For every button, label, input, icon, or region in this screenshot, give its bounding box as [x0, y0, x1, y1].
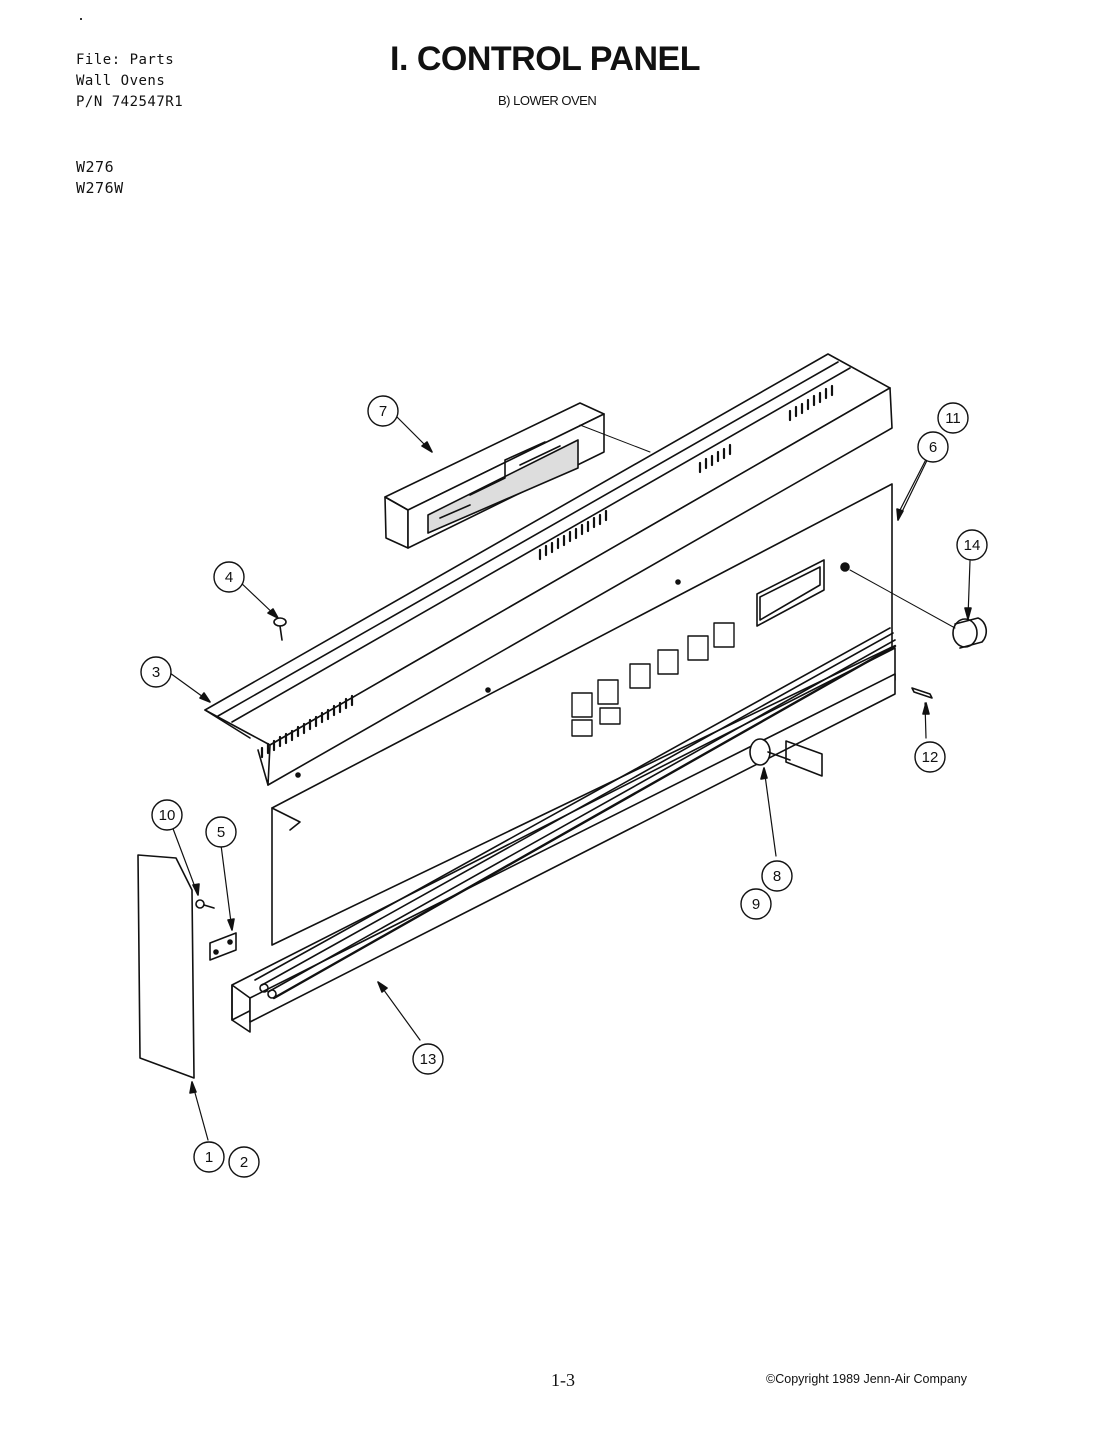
part-switch — [749, 738, 823, 777]
callout-3: 3 — [152, 664, 160, 681]
part-lower-channel — [231, 627, 897, 1033]
model-number: W276 — [76, 158, 115, 176]
display-digits — [571, 622, 735, 737]
leader-arrowheads — [189, 441, 972, 1094]
model-list: W276 W276W — [76, 157, 124, 199]
copyright-notice: ©Copyright 1989 Jenn-Air Company — [766, 1372, 967, 1386]
part-display-board — [384, 402, 651, 549]
page-subtitle: B) LOWER OVEN — [498, 93, 597, 108]
category-line: Wall Ovens — [76, 73, 166, 89]
callout-2: 2 — [240, 1154, 248, 1171]
callout-12: 12 — [922, 749, 939, 766]
callout-circles — [140, 395, 988, 1178]
callout-7: 7 — [379, 403, 387, 420]
page-title: I. CONTROL PANEL — [390, 40, 700, 78]
part-control-panel-face — [271, 483, 893, 946]
callout-8: 8 — [773, 868, 781, 885]
vent-slots — [260, 384, 834, 759]
file-line: File: Parts — [76, 52, 175, 68]
part-side-trim — [137, 854, 195, 1079]
callout-9: 9 — [752, 896, 760, 913]
file-info: File: Parts Wall Ovens P/N 742547R1 — [76, 50, 183, 113]
callout-1: 1 — [205, 1149, 213, 1166]
part-pin — [911, 687, 933, 699]
callout-4: 4 — [225, 569, 233, 586]
page-number: 1-3 — [551, 1370, 575, 1390]
scan-speck — [80, 18, 82, 20]
callout-13: 13 — [420, 1051, 437, 1068]
part-knob — [849, 569, 988, 649]
callout-6: 6 — [929, 439, 937, 456]
callout-10: 10 — [159, 807, 176, 824]
callout-5: 5 — [217, 824, 225, 841]
part-number-line: P/N 742547R1 — [76, 94, 184, 110]
callout-11: 11 — [945, 410, 961, 427]
model-number: W276W — [76, 179, 124, 197]
part-screw-4 — [273, 617, 287, 641]
part-bracket — [209, 932, 237, 961]
callout-14: 14 — [964, 537, 981, 554]
part-screw-10 — [195, 899, 215, 909]
part-top-trim — [204, 353, 893, 786]
